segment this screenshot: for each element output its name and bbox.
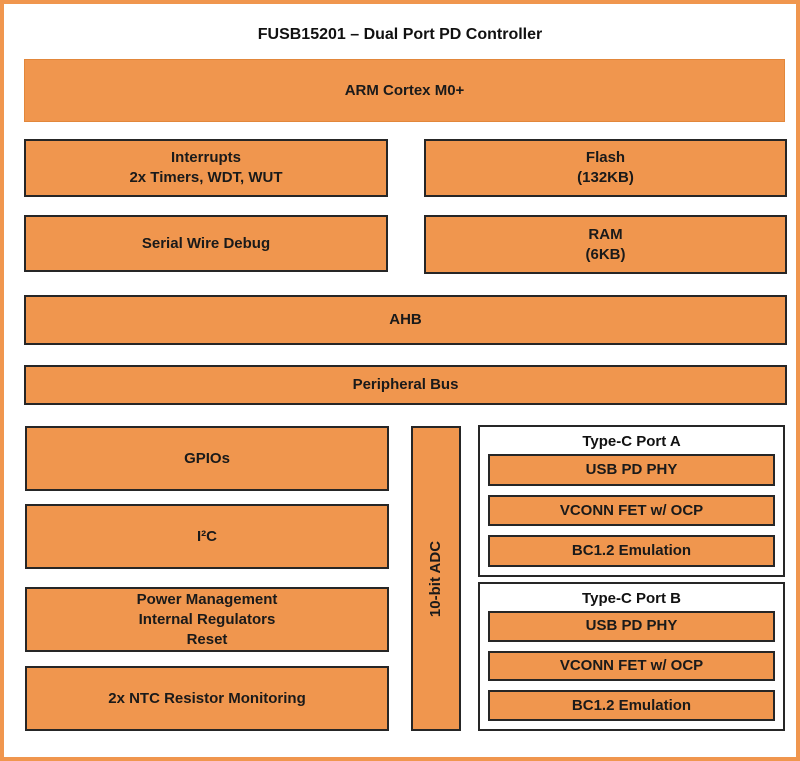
block-arm-cortex: ARM Cortex M0+ [24, 59, 785, 122]
block-interrupts: Interrupts 2x Timers, WDT, WUT [24, 139, 388, 197]
block-power-management: Power Management Internal Regulators Res… [25, 587, 389, 652]
block-ram: RAM (6KB) [424, 215, 787, 274]
block-serial-wire-debug: Serial Wire Debug [24, 215, 388, 272]
block-flash: Flash (132KB) [424, 139, 787, 197]
port-a-items: USB PD PHY VCONN FET w/ OCP BC1.2 Emulat… [488, 454, 775, 568]
adc-label: 10-bit ADC [427, 540, 444, 617]
block-i2c: I²C [25, 504, 389, 569]
container-type-c-port-b: Type-C Port B USB PD PHY VCONN FET w/ OC… [478, 582, 785, 731]
block-peripheral-bus: Peripheral Bus [24, 365, 787, 405]
block-bc12-emulation: BC1.2 Emulation [488, 690, 775, 722]
block-vconn-fet: VCONN FET w/ OCP [488, 494, 775, 527]
port-b-items: USB PD PHY VCONN FET w/ OCP BC1.2 Emulat… [488, 611, 775, 722]
block-ntc-monitoring: 2x NTC Resistor Monitoring [25, 666, 389, 731]
container-type-c-port-a: Type-C Port A USB PD PHY VCONN FET w/ OC… [478, 425, 785, 577]
block-bc12-emulation: BC1.2 Emulation [488, 535, 775, 568]
port-b-title: Type-C Port B [582, 590, 681, 607]
block-usb-pd-phy: USB PD PHY [488, 611, 775, 642]
block-ahb: AHB [24, 295, 787, 345]
block-adc: 10-bit ADC [411, 426, 461, 731]
diagram-title: FUSB15201 – Dual Port PD Controller [257, 26, 543, 43]
port-a-title: Type-C Port A [582, 433, 681, 450]
block-usb-pd-phy: USB PD PHY [488, 454, 775, 486]
block-vconn-fet: VCONN FET w/ OCP [488, 650, 775, 682]
block-gpios: GPIOs [25, 426, 389, 491]
